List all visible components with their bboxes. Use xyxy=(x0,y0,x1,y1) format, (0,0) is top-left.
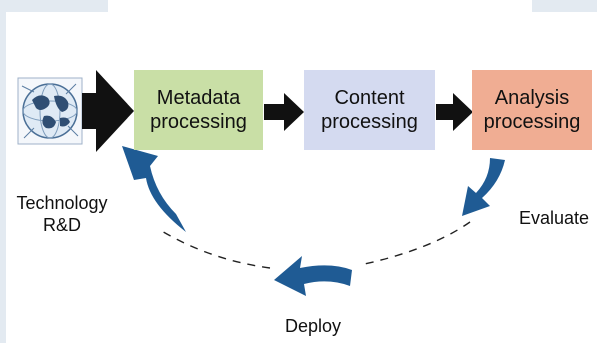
metadata-line1: Metadata xyxy=(156,87,241,109)
evaluate-text: Evaluate xyxy=(518,208,590,228)
analysis-line2: processing xyxy=(483,111,581,133)
technology-arrow xyxy=(122,146,186,232)
metadata-line2: processing xyxy=(150,111,247,133)
flow-arrow-2 xyxy=(436,93,473,131)
metadata-processing-box: Metadata processing xyxy=(134,70,263,150)
content-line2: processing xyxy=(321,111,418,133)
technology-label-line1: Technology xyxy=(16,193,108,213)
deploy-arrow xyxy=(274,256,352,296)
analysis-processing-box: Analysis processing xyxy=(472,70,592,150)
input-arrow xyxy=(82,70,134,152)
technology-label-line2: R&D xyxy=(42,215,81,235)
dashed-cycle-line xyxy=(159,221,471,269)
evaluate-label: Evaluate xyxy=(512,207,596,229)
content-line1: Content xyxy=(334,87,405,109)
deploy-label: Deploy xyxy=(278,315,348,337)
technology-rd-label: Technology R&D xyxy=(6,192,118,236)
deploy-text: Deploy xyxy=(284,316,342,336)
top-white-strip xyxy=(108,0,532,12)
analysis-line1: Analysis xyxy=(494,87,570,109)
globe-network-icon xyxy=(17,77,83,145)
flow-arrow-1 xyxy=(264,93,304,131)
evaluate-arrow xyxy=(462,158,505,216)
content-processing-box: Content processing xyxy=(304,70,435,150)
